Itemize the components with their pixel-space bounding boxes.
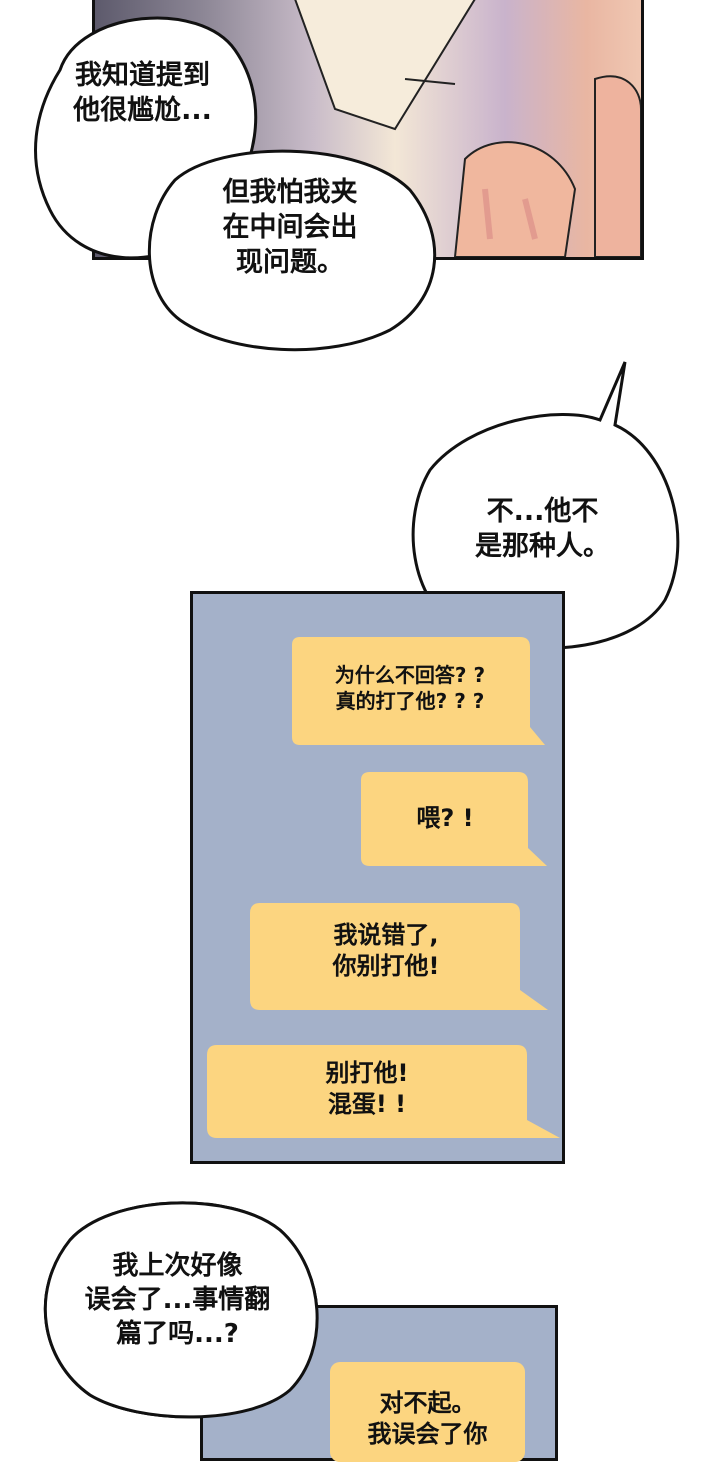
message-2-text: 喂? !: [416, 804, 474, 832]
message-bubble-3-shape: [250, 903, 548, 1010]
message-bubble-4-shape: [207, 1045, 560, 1138]
speech-bubble-4-text: 我上次好像 误会了...事情翻 篇了吗...?: [84, 1251, 271, 1349]
character-artwork: [294, 0, 641, 257]
message-bubble-2-shape: [361, 772, 547, 866]
message-1-text: 为什么不回答? ? 真的打了他? ? ?: [334, 663, 486, 713]
message-4-text: 别打他! 混蛋! !: [325, 1059, 409, 1119]
speech-bubble-3-text: 不...他不 是那种人。: [475, 496, 610, 563]
message-bubble-1-shape: [292, 637, 545, 745]
message-3-text: 我说错了, 你别打他!: [332, 921, 440, 981]
speech-bubble-1-text: 我知道提到 他很尴尬...: [73, 60, 212, 127]
speech-bubble-2-shape: [147, 149, 437, 352]
speech-bubble-2-text: 但我怕我夹 在中间会出 现问题。: [222, 177, 358, 279]
